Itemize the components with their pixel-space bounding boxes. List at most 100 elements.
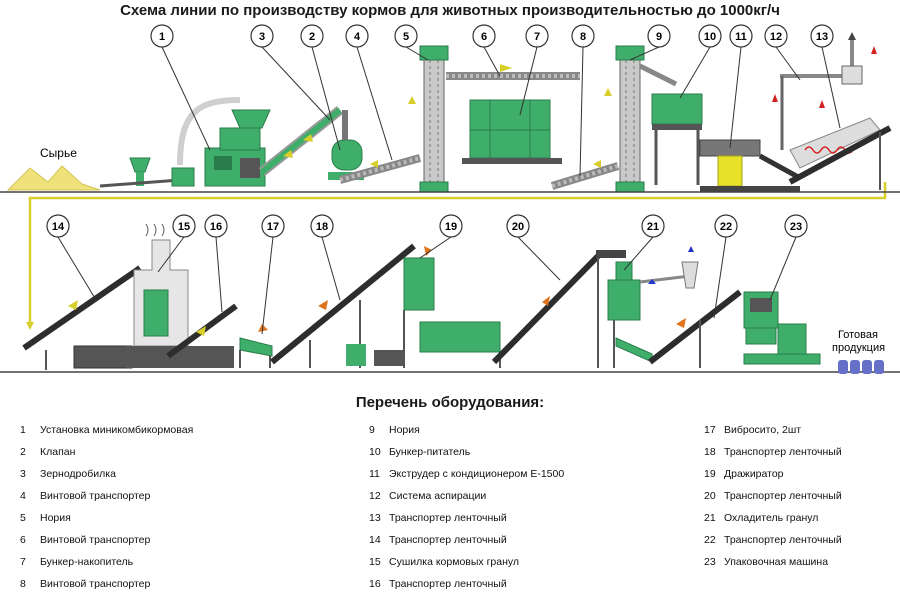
callout-number-18: 18 <box>316 221 328 233</box>
belt-conveyor-18 <box>270 243 416 368</box>
mini-feed-mill-1 <box>177 97 271 187</box>
equipment-item-name: Установка миникомбикормовая <box>40 424 194 436</box>
belt-conveyor-16 <box>166 303 238 368</box>
equipment-item: 21 Охладитель гранул <box>704 512 842 534</box>
equipment-item-name: Клапан <box>40 446 76 458</box>
equipment-item-number: 23 <box>704 556 716 568</box>
equipment-item-name: Транспортер ленточный <box>724 490 842 502</box>
callout-number-16: 16 <box>210 221 222 233</box>
equipment-item-number: 16 <box>369 578 381 590</box>
callout-number-19: 19 <box>445 221 457 233</box>
callout-number-14: 14 <box>52 221 65 233</box>
callout-leader-16 <box>215 236 223 313</box>
callout-leader-20 <box>517 236 561 281</box>
callout-number-5: 5 <box>403 31 409 43</box>
callout-leader-12 <box>775 46 801 81</box>
equipment-item-number: 20 <box>704 490 716 502</box>
equipment-item-number: 22 <box>704 534 716 546</box>
callout-leader-10 <box>679 46 711 99</box>
callout-circle-10 <box>698 24 722 48</box>
equipment-item-name: Охладитель гранул <box>724 512 819 524</box>
screw-conveyor-6 <box>446 64 580 80</box>
callout-leader-18 <box>321 236 341 301</box>
equipment-item-number: 17 <box>704 424 716 436</box>
callout-number-23: 23 <box>790 221 802 233</box>
equipment-item-name: Сушилка кормовых гранул <box>389 556 520 568</box>
equipment-item-number: 15 <box>369 556 381 568</box>
equipment-item-number: 13 <box>369 512 381 524</box>
callout-circle-21 <box>641 214 665 238</box>
equipment-item-number: 1 <box>20 424 26 436</box>
equipment-item: 22 Транспортер ленточный <box>704 534 842 556</box>
equipment-item-number: 21 <box>704 512 716 524</box>
callout-leader-21 <box>623 236 654 271</box>
equipment-item-name: Транспортер ленточный <box>389 512 507 524</box>
callout-circle-15 <box>172 214 196 238</box>
equipment-item-name: Транспортер ленточный <box>389 534 507 546</box>
pellet-cooler-21 <box>607 246 699 368</box>
equipment-item-name: Вибросито, 2шт <box>724 424 802 436</box>
finished-bags <box>838 360 884 374</box>
callout-leader-7 <box>519 46 538 116</box>
callout-number-3: 3 <box>259 31 265 43</box>
callout-circle-12 <box>764 24 788 48</box>
hopper-feeder-10 <box>651 93 703 185</box>
callout-circle-13 <box>810 24 834 48</box>
extruder-11 <box>699 139 802 192</box>
equipment-item: 5 Нория <box>20 512 193 534</box>
callout-number-2: 2 <box>309 31 315 43</box>
equipment-item: 16 Транспортер ленточный <box>369 578 564 600</box>
equipment-item-number: 10 <box>369 446 381 458</box>
equipment-item-number: 9 <box>369 424 375 436</box>
callout-circle-4 <box>345 24 369 48</box>
callout-number-21: 21 <box>647 221 659 233</box>
callout-number-17: 17 <box>267 221 279 233</box>
equipment-item-number: 2 <box>20 446 26 458</box>
equipment-item-name: Транспортер ленточный <box>389 578 507 590</box>
equipment-item-number: 11 <box>369 468 380 480</box>
finished-product-label-line1: Готовая <box>838 329 878 341</box>
callout-leader-9 <box>629 46 660 61</box>
callout-circle-22 <box>714 214 738 238</box>
callout-circle-11 <box>729 24 753 48</box>
callout-number-13: 13 <box>816 31 828 43</box>
equipment-item-number: 12 <box>369 490 381 502</box>
packing-machine-23 <box>743 291 821 365</box>
equipment-item-number: 7 <box>20 556 26 568</box>
equipment-item-name: Дражиратор <box>724 468 784 480</box>
callout-leader-19 <box>419 236 452 259</box>
equipment-item-number: 3 <box>20 468 26 480</box>
aspiration-system-12 <box>772 32 877 150</box>
equipment-item-number: 8 <box>20 578 26 590</box>
equipment-item: 1 Установка миникомбикормовая <box>20 424 193 446</box>
equipment-item-name: Нория <box>40 512 71 524</box>
equipment-item: 20 Транспортер ленточный <box>704 490 842 512</box>
callout-leader-11 <box>729 46 742 149</box>
screw-conveyor-4 <box>338 154 422 184</box>
equipment-item-number: 5 <box>20 512 26 524</box>
equipment-item-name: Винтовой транспортер <box>40 534 151 546</box>
belt-conveyor-20 <box>491 250 626 368</box>
callout-number-8: 8 <box>580 31 586 43</box>
callout-leader-13 <box>821 46 841 129</box>
equipment-item: 15 Сушилка кормовых гранул <box>369 556 564 578</box>
equipment-item-name: Транспортер ленточный <box>724 534 842 546</box>
screw-conveyor-8 <box>550 160 620 190</box>
equipment-item-name: Винтовой транспортер <box>40 578 151 590</box>
equipment-item-number: 4 <box>20 490 26 502</box>
equipment-item: 7 Бункер-накопитель <box>20 556 193 578</box>
equipment-item-name: Система аспирации <box>389 490 487 502</box>
callout-circle-3 <box>250 24 274 48</box>
belt-conveyor-13 <box>788 117 892 190</box>
callout-leader-22 <box>713 236 727 319</box>
equipment-item-name: Бункер-накопитель <box>40 556 134 568</box>
